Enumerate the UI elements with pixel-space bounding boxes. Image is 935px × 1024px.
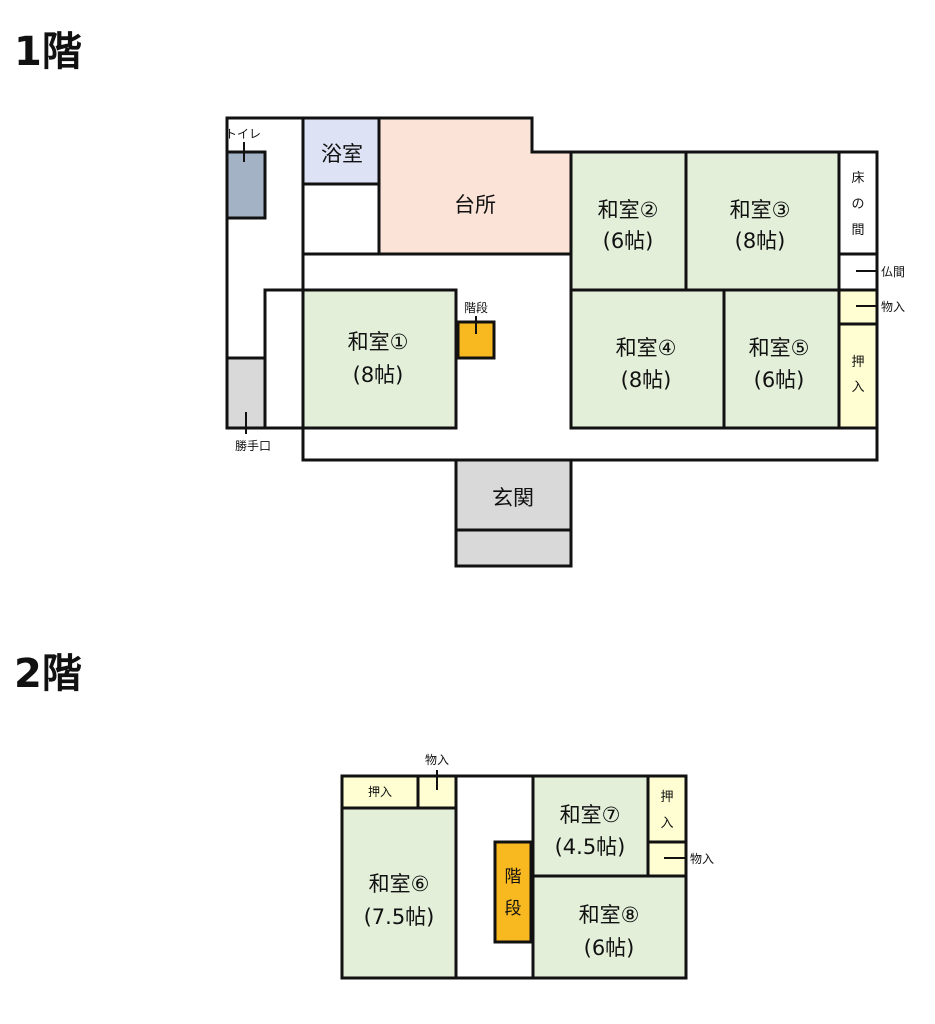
washitsu-2-name: 和室②	[598, 198, 659, 222]
washitsu-4	[569, 288, 726, 430]
washitsu-8-size: (6帖)	[584, 936, 635, 960]
washitsu-6-size: (7.5帖)	[364, 905, 435, 929]
washitsu-7-size: (4.5帖)	[555, 835, 626, 859]
washitsu-2-size: (6帖)	[603, 229, 654, 253]
washitsu-5-name: 和室⑤	[749, 336, 810, 360]
oshiire-top-label: 押入	[368, 785, 392, 799]
toilet-callout: トイレ	[225, 127, 261, 141]
washitsu-3-size: (8帖)	[735, 229, 786, 253]
storage-right-callout: 物入	[690, 852, 714, 866]
floor2-title: 2階	[14, 651, 82, 697]
stairs-f2-char-1: 階	[505, 867, 522, 887]
washitsu-5-size: (6帖)	[754, 368, 805, 392]
entrance	[454, 458, 573, 532]
stairs-f2-char-2: 段	[505, 899, 522, 919]
storage-callout: 物入	[881, 300, 905, 314]
washitsu-1-engawa	[263, 288, 305, 430]
bathroom-label: 浴室	[321, 142, 363, 166]
backdoor-callout: 勝手口	[235, 438, 271, 453]
washitsu-3-name: 和室③	[730, 198, 791, 222]
tokonoma-char-3: 間	[851, 223, 864, 238]
washitsu-8	[531, 874, 688, 980]
washitsu-2	[569, 150, 688, 292]
washitsu-8-name: 和室⑧	[579, 903, 640, 927]
bathroom-dressing	[301, 182, 381, 256]
oshiire-char-1: 押	[851, 355, 864, 370]
washitsu-1	[301, 288, 458, 430]
washitsu-6-name: 和室⑥	[369, 872, 430, 896]
oshiire-right-char-2: 入	[660, 816, 673, 831]
kitchen	[377, 116, 573, 256]
storage-top-callout: 物入	[425, 753, 449, 767]
stairs-floor2	[493, 840, 533, 944]
washitsu-1-name: 和室①	[348, 330, 409, 354]
washitsu-5	[722, 288, 841, 430]
oshiire-right	[646, 774, 688, 844]
tokonoma-char-2: の	[851, 197, 864, 212]
floor1-title: 1階	[14, 29, 82, 75]
washitsu-4-name: 和室④	[616, 336, 677, 360]
washitsu-7-name: 和室⑦	[560, 803, 621, 827]
washitsu-3	[684, 150, 841, 292]
kitchen-label: 台所	[454, 193, 496, 217]
stairs-callout: 階段	[464, 300, 488, 315]
entrance-step	[454, 528, 573, 568]
tokonoma-char-1: 床	[851, 171, 864, 186]
toilet-room	[225, 150, 267, 220]
oshiire-closet	[837, 322, 879, 430]
entrance-label: 玄関	[492, 486, 534, 510]
washitsu-1-size: (8帖)	[353, 363, 404, 387]
tokonoma	[837, 150, 879, 256]
butsuma-callout: 仏間	[881, 265, 905, 279]
oshiire-char-2: 入	[851, 380, 864, 395]
washitsu-4-size: (8帖)	[621, 368, 672, 392]
oshiire-right-char-1: 押	[660, 790, 673, 805]
